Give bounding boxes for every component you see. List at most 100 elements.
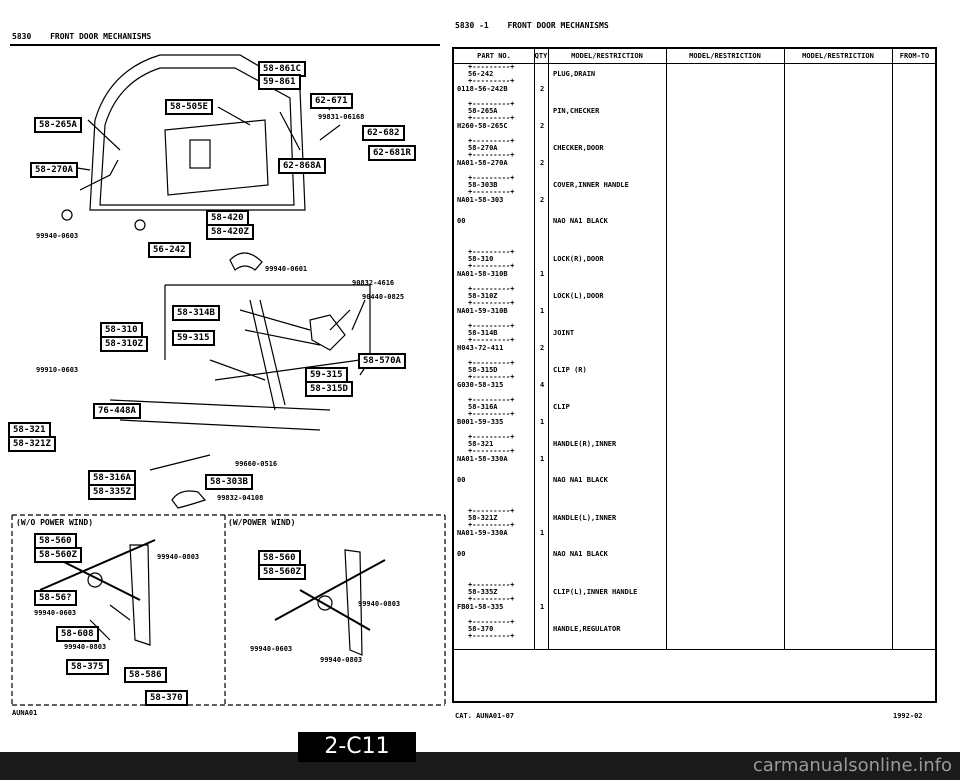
part-description: NAO NA1 BLACK <box>553 217 608 225</box>
drain-plug-2 <box>134 219 146 231</box>
part-number: 00 <box>457 550 466 558</box>
callout-58-586: 58-586 <box>124 667 167 683</box>
col-from-to: FROM-TO <box>899 52 930 60</box>
quantity: 1 <box>540 603 545 611</box>
col-divider <box>784 49 785 649</box>
col-qty: QTY <box>534 52 548 60</box>
quantity: 2 <box>540 122 545 130</box>
part-description: NAO NA1 BLACK <box>553 476 608 484</box>
num-99940-0803-a: 99940-0803 <box>157 553 200 561</box>
ref-box-bottom: +---------+ <box>468 114 515 122</box>
ref-box-top: +---------+ <box>468 396 515 404</box>
handle-recess <box>189 139 211 169</box>
table-header: PART NO. QTY MODEL/RESTRICTION MODEL/RES… <box>454 49 935 64</box>
regulator-arm-l1 <box>39 539 156 591</box>
ref-box-top: +---------+ <box>468 433 515 441</box>
part-number: 0118-56-242B <box>457 85 508 93</box>
ref-box-top: +---------+ <box>468 100 515 108</box>
num-99940-0803-c: 99940-0803 <box>64 643 107 651</box>
ref-number: 58-370 <box>468 625 494 633</box>
col-divider <box>892 49 893 649</box>
callout-62-868a: 62-868A <box>278 158 326 174</box>
region-border <box>11 514 446 706</box>
col-divider <box>666 49 667 649</box>
ref-box-top: +---------+ <box>468 63 515 71</box>
part-number: 00 <box>457 476 466 484</box>
callout-62-682: 62-682 <box>362 125 405 141</box>
ref-box-bottom: +---------+ <box>468 521 515 529</box>
part-number: 00 <box>457 217 466 225</box>
part-number: NA01-58-330A <box>457 455 508 463</box>
quantity: 1 <box>540 307 545 315</box>
door-lock <box>309 314 346 351</box>
ref-box-bottom: +---------+ <box>468 299 515 307</box>
callout-58-270a: 58-270A <box>30 162 78 178</box>
ref-box-top: +---------+ <box>468 174 515 182</box>
ref-box-top: +---------+ <box>468 507 515 515</box>
ref-box-bottom: +---------+ <box>468 151 515 159</box>
num-99831-06168: 99831-06168 <box>318 113 365 121</box>
regulator-gear-r <box>317 595 333 611</box>
ref-number: 58-316A <box>468 403 498 411</box>
ref-number: 58-321 <box>468 440 494 448</box>
num-99940-0603-c: 99940-0603 <box>250 645 293 653</box>
ref-box-bottom: +---------+ <box>468 77 515 85</box>
door-outline <box>89 54 306 211</box>
num-90832-4616: 90832-4616 <box>352 279 395 287</box>
part-number: NA01-58-270A <box>457 159 508 167</box>
ref-box-bottom: +---------+ <box>468 188 515 196</box>
ref-box-top: +---------+ <box>468 359 515 367</box>
part-number: NA01-59-310B <box>457 307 508 315</box>
parts-table: PART NO. QTY MODEL/RESTRICTION MODEL/RES… <box>452 47 937 703</box>
num-99660-0516: 99660-0516 <box>235 460 278 468</box>
callout-58-375: 58-375 <box>66 659 109 675</box>
ref-number: 58-314B <box>468 329 498 337</box>
part-number: NA01-58-310B <box>457 270 508 278</box>
ref-box-top: +---------+ <box>468 322 515 330</box>
right-header-code: 5830 -1 <box>455 21 489 30</box>
footer-catalog: CAT. AUNA01-07 <box>455 712 515 720</box>
num-99940-0603-b: 99940-0603 <box>34 609 77 617</box>
ref-box-bottom: +---------+ <box>468 262 515 270</box>
ref-number: 58-270A <box>468 144 498 152</box>
ref-box-bottom: +---------+ <box>468 410 515 418</box>
part-number: FB01-58-335 <box>457 603 504 611</box>
part-description: LOCK(R),DOOR <box>553 255 604 263</box>
part-description: HANDLE(R),INNER <box>553 440 617 448</box>
quantity: 2 <box>540 196 545 204</box>
num-99910-0603: 99910-0603 <box>36 366 79 374</box>
ref-box-top: +---------+ <box>468 285 515 293</box>
col-divider <box>548 49 549 649</box>
callout-58-314b: 58-314B <box>172 305 220 321</box>
callout-62-681r: 62-681R <box>368 145 416 161</box>
watermark: carmanualsonline.info <box>752 755 952 776</box>
ref-box-bottom: +---------+ <box>468 447 515 455</box>
ref-number: 58-310Z <box>468 292 498 300</box>
ref-box-bottom: +---------+ <box>468 632 515 640</box>
callout-58-310z: 58-310Z <box>100 336 148 352</box>
callout-59-315: 59-315 <box>172 330 215 346</box>
num-99940-0803-d: 99940-0803 <box>320 656 363 664</box>
door-opening <box>164 119 269 196</box>
part-description: CLIP <box>553 403 570 411</box>
part-number: H260-58-265C <box>457 122 508 130</box>
ref-number: 58-310 <box>468 255 494 263</box>
checker-arm <box>79 159 119 191</box>
callout-58-570a: 58-570A <box>358 353 406 369</box>
ref-box-bottom: +---------+ <box>468 595 515 603</box>
ref-box-bottom: +---------+ <box>468 336 515 344</box>
callout-58-420z: 58-420Z <box>206 224 254 240</box>
ref-box-top: +---------+ <box>468 618 515 626</box>
left-header-code: 5830 <box>12 32 32 41</box>
callout-58-560z-l: 58-560Z <box>34 547 82 563</box>
footer-left-code: AUNA01 <box>12 709 38 717</box>
callout-56-242: 56-242 <box>148 242 191 258</box>
lock-rod-3 <box>109 399 331 411</box>
lock-rod-2 <box>259 299 286 406</box>
callout-58-56x: 58-56? <box>34 590 77 606</box>
ref-box-top: +---------+ <box>468 137 515 145</box>
table-bottom-rule <box>454 649 935 650</box>
quantity: 1 <box>540 529 545 537</box>
ref-number: 58-335Z <box>468 588 498 596</box>
part-description: NAO NA1 BLACK <box>553 550 608 558</box>
